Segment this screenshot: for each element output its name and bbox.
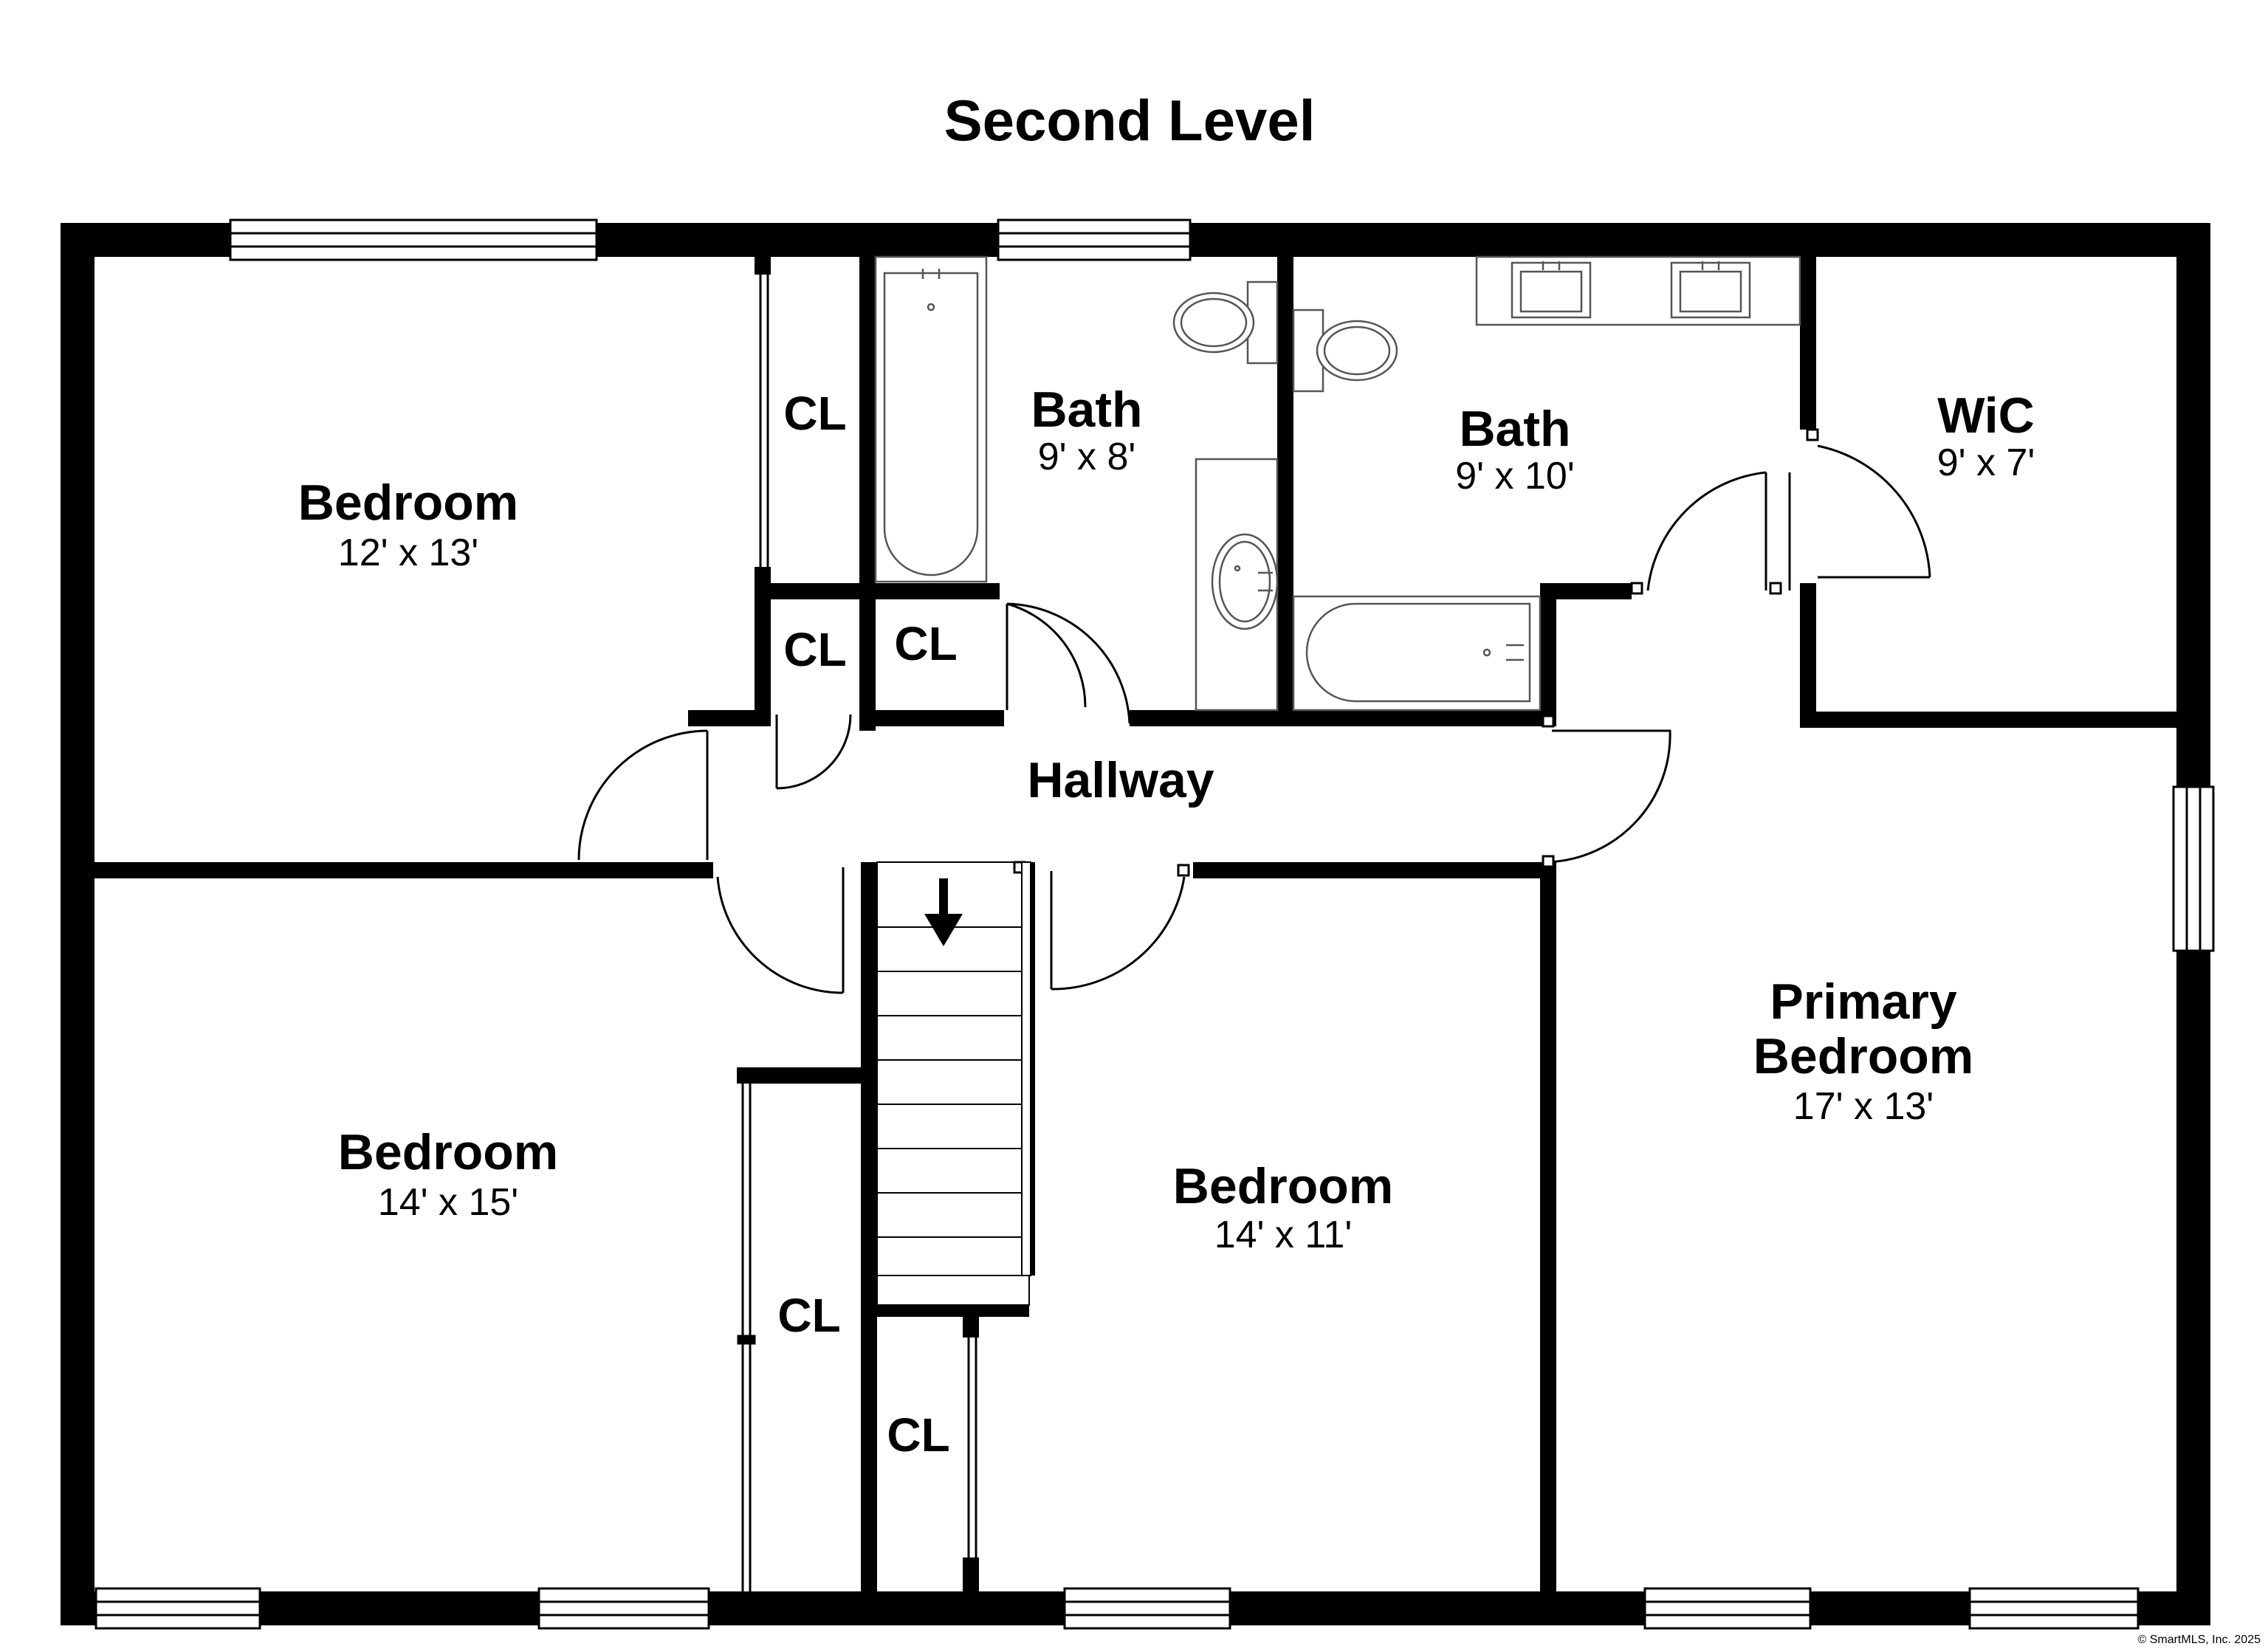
room-name-hallway: Hallway — [1027, 752, 1214, 808]
double-vanity — [1475, 255, 1801, 326]
vanity — [1195, 458, 1279, 712]
plan-title: Second Level — [944, 88, 1316, 153]
room-name-bedroom-sw: Bedroom — [338, 1124, 558, 1180]
sliding-doors — [737, 275, 977, 1591]
bathtub — [874, 255, 988, 583]
room-dims-primary: 17' x 13' — [1793, 1085, 1934, 1128]
window — [1968, 1587, 2140, 1630]
closet-label: CL — [783, 623, 846, 676]
toilet — [1172, 280, 1279, 365]
closet-label: CL — [894, 617, 957, 670]
room-name-wic: WiC — [1937, 388, 2035, 444]
staircase — [876, 861, 1031, 1306]
window — [537, 1587, 710, 1630]
room-dims-wic: 9' x 7' — [1937, 441, 2035, 484]
room-name-bedroom-s: Bedroom — [1173, 1158, 1393, 1214]
room-name-primary-line2: Bedroom — [1753, 1028, 1973, 1084]
closet-label: CL — [783, 387, 846, 440]
closet-label: CL — [777, 1289, 840, 1342]
room-name-bath-2: Bath — [1459, 401, 1570, 457]
window — [1063, 1587, 1231, 1630]
toilet — [1292, 309, 1398, 393]
doors — [577, 428, 1931, 994]
room-dims-bath-1: 9' x 8' — [1038, 436, 1136, 478]
closet-label: CL — [887, 1408, 949, 1462]
bathtub — [1292, 595, 1542, 712]
window — [1643, 1587, 1812, 1630]
room-dims-bedroom-s: 14' x 11' — [1214, 1213, 1353, 1256]
room-dims-bath-2: 9' x 10' — [1455, 455, 1575, 498]
windows — [94, 218, 2215, 1630]
fixtures — [874, 255, 1801, 712]
room-dims-bedroom-sw: 14' x 15' — [378, 1181, 518, 1224]
copyright-notice: © SmartMLS, Inc. 2025 — [2137, 1633, 2261, 1646]
room-name-bath-1: Bath — [1031, 382, 1142, 438]
window — [229, 218, 598, 261]
room-name-primary-line1: Primary — [1770, 974, 1956, 1030]
stair-down-arrow — [924, 878, 963, 946]
window — [94, 1587, 261, 1630]
window — [997, 218, 1192, 261]
room-name-bedroom-nw: Bedroom — [298, 475, 518, 531]
room-dims-bedroom-nw: 12' x 13' — [338, 531, 478, 574]
window — [2172, 785, 2215, 952]
